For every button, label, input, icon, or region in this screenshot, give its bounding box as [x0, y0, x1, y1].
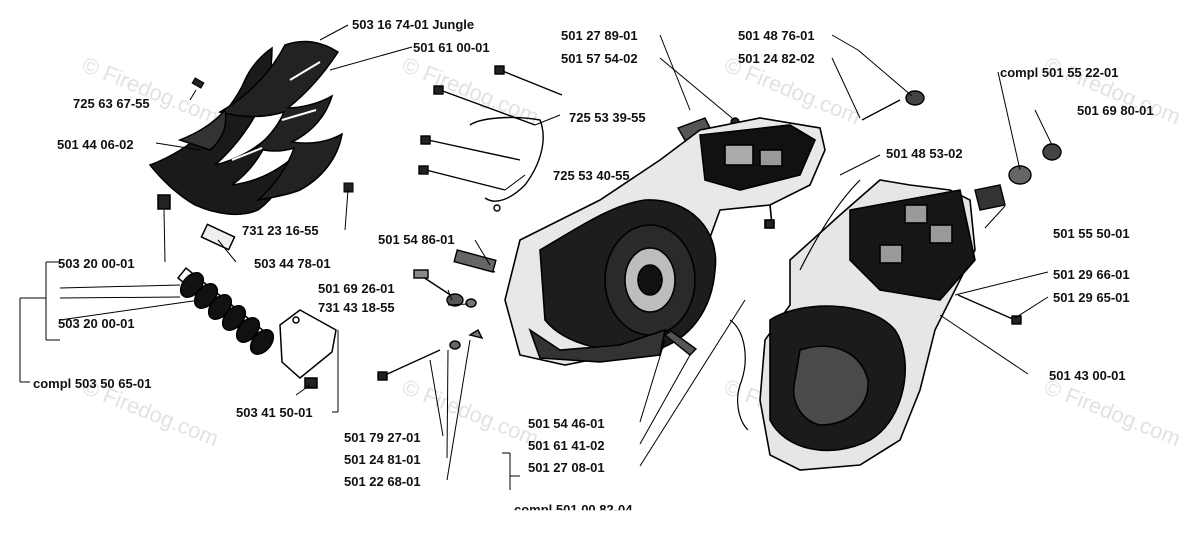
crankcase-left-drawing: [504, 117, 826, 366]
part-label: 731 43 18-55: [318, 300, 395, 315]
part-label: 501 48 76-01: [738, 28, 815, 43]
part-label: 501 54 46-01: [528, 416, 605, 431]
right-small-parts: [957, 143, 1062, 325]
part-label: 501 27 08-01: [528, 460, 605, 475]
center-small-parts: [377, 249, 698, 381]
part-label: compl 501 00 82-04: [514, 502, 633, 517]
part-label: 501 61 00-01: [413, 40, 490, 55]
crankcase-right-drawing: [729, 179, 976, 471]
part-label: 503 44 78-01: [254, 256, 331, 271]
part-label: 725 53 40-55: [553, 168, 630, 183]
leader-lines: [19, 24, 1053, 490]
part-label: 501 69 80-01: [1077, 103, 1154, 118]
part-label: 501 43 00-01: [1049, 368, 1126, 383]
part-label: 501 61 41-02: [528, 438, 605, 453]
part-label: 503 20 00-01: [58, 316, 135, 331]
part-label: 725 63 67-55: [73, 96, 150, 111]
part-label: 501 69 26-01: [318, 281, 395, 296]
part-label: 501 44 06-02: [57, 137, 134, 152]
part-label: 501 29 66-01: [1053, 267, 1130, 282]
part-label: compl 501 55 22-01: [1000, 65, 1119, 80]
part-label: 501 79 27-01: [344, 430, 421, 445]
part-label: 503 20 00-01: [58, 256, 135, 271]
part-label: 501 22 68-01: [344, 474, 421, 489]
spring-assembly-drawing: [157, 194, 337, 389]
part-label: 731 23 16-55: [242, 223, 319, 238]
part-label: 503 41 50-01: [236, 405, 313, 420]
part-label: 503 16 74-01 Jungle: [352, 17, 475, 32]
guard-screws: [191, 77, 354, 193]
part-label: 501 24 82-02: [738, 51, 815, 66]
part-label: 501 54 86-01: [378, 232, 455, 247]
part-label: 501 48 53-02: [886, 146, 963, 161]
part-label: 501 55 50-01: [1053, 226, 1130, 241]
part-label: 501 29 65-01: [1053, 290, 1130, 305]
part-label: 501 57 54-02: [561, 51, 638, 66]
part-label: compl 503 50 65-01: [33, 376, 152, 391]
part-label: 501 24 81-01: [344, 452, 421, 467]
jungle-guard-drawing: [148, 40, 344, 216]
part-label: 725 53 39-55: [569, 110, 646, 125]
part-label: 501 27 89-01: [561, 28, 638, 43]
